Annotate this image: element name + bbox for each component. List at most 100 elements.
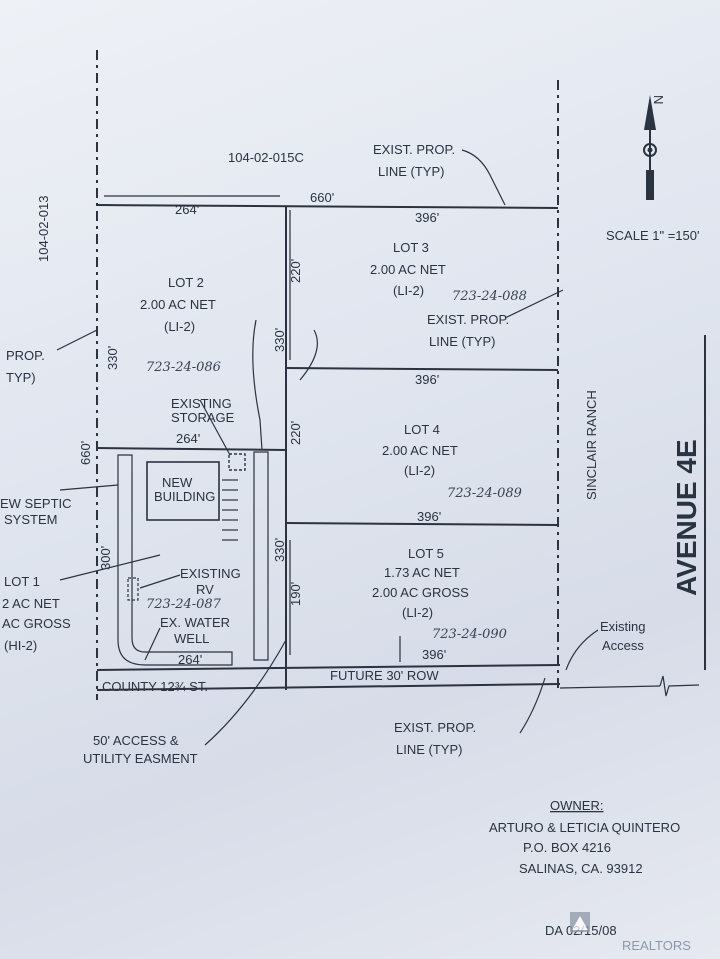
left-prop-line-2: TYP): [6, 370, 36, 385]
leader-well: [144, 627, 161, 661]
dim-lot5-height: 190': [288, 582, 303, 606]
leader-easement: [204, 639, 287, 746]
access-label-2: Access: [602, 638, 644, 653]
lot2-zone: (LI-2): [164, 319, 195, 334]
future-row: FUTURE 30' ROW: [330, 668, 439, 683]
realtors-watermark: REALTORS: [622, 938, 691, 953]
lot3-prop-line-2: LINE (TYP): [429, 334, 495, 349]
lot3-area: 2.00 AC NET: [370, 262, 446, 277]
leader-top: [461, 149, 506, 206]
county-street: COUNTY 12¾ ST.: [102, 679, 208, 694]
access-label-1: Existing: [600, 619, 646, 634]
sinclair-ranch: SINCLAIR RANCH: [584, 390, 599, 500]
septic-field: [222, 479, 238, 541]
lot2-area: 2.00 AC NET: [140, 297, 216, 312]
bottom-prop-line-1: EXIST. PROP.: [394, 720, 476, 735]
lot3-zone: (LI-2): [393, 283, 424, 298]
owner-po-box: P.O. BOX 4216: [523, 840, 611, 855]
dim-total-height: 660': [78, 441, 93, 465]
parcel-west: 104-02-013: [36, 196, 51, 263]
top-prop-line-2: LINE (TYP): [378, 164, 444, 179]
well-label-2: WELL: [174, 631, 209, 646]
lot3-name: LOT 3: [393, 240, 429, 255]
dim-lot1-height: 300': [98, 546, 113, 570]
dim-lot2-width: 264': [175, 202, 199, 217]
storage-box: [228, 453, 246, 471]
easement-curve-right: [299, 329, 318, 381]
dim-easement-lower: 330': [272, 538, 287, 562]
leader-rv: [139, 574, 181, 589]
lot1-area: 2 AC NET: [2, 596, 60, 611]
lot4-lot5-divider: [285, 522, 559, 526]
easement-label-1: 50' ACCESS &: [93, 733, 179, 748]
north-arrow: [643, 95, 657, 200]
leader-access: [565, 629, 599, 671]
lot2-apn: 723-24-086: [146, 360, 221, 375]
leader-lot3: [504, 289, 564, 319]
leader-bottom: [519, 677, 546, 734]
leader-left: [56, 329, 98, 351]
bottom-prop-line-2: LINE (TYP): [396, 742, 462, 757]
rv-label-1: EXISTING: [180, 566, 241, 581]
owner-name: ARTURO & LETICIA QUINTERO: [489, 820, 680, 835]
avenue-4e: AVENUE 4E: [671, 439, 702, 596]
storage-label-1: EXISTING: [171, 396, 232, 411]
dim-lot2-height: 330': [105, 346, 120, 370]
rv-box: [127, 577, 139, 601]
dim-easement-upper: 330': [272, 328, 287, 352]
lot5-name: LOT 5: [408, 546, 444, 561]
parcel-north: 104-02-015C: [228, 150, 304, 165]
leader-septic: [59, 484, 119, 491]
north-label: N: [651, 95, 666, 104]
avenue-road-edge: [559, 685, 661, 689]
leader-storage: [199, 399, 231, 456]
lot4-area: 2.00 AC NET: [382, 443, 458, 458]
lot5-gross: 2.00 AC GROSS: [372, 585, 469, 600]
lot1-driveway: [117, 454, 233, 666]
septic-label-2: SYSTEM: [4, 512, 57, 527]
septic-label-1: EW SEPTIC: [0, 496, 72, 511]
new-building-outline: [146, 461, 220, 521]
dim-total-width: 660': [310, 190, 334, 205]
rv-label-2: RV: [196, 582, 214, 597]
south-lot-line: [96, 664, 561, 671]
dim-storage-width: 264': [176, 431, 200, 446]
lot1-name: LOT 1: [4, 574, 40, 589]
dim-lot4-width: 396': [415, 372, 439, 387]
dim-lot5-width: 396': [417, 509, 441, 524]
realtor-logo: [570, 912, 590, 932]
easement-label-2: UTILITY EASMENT: [83, 751, 198, 766]
lot2-lot1-divider: [96, 447, 287, 451]
lot5-zone: (LI-2): [402, 605, 433, 620]
building-label-1: NEW: [162, 475, 193, 490]
lot3-apn: 723-24-088: [452, 289, 527, 304]
lot1-gross: AC GROSS: [2, 616, 71, 631]
lot5-area: 1.73 AC NET: [384, 565, 460, 580]
county-street-line: [96, 683, 561, 691]
storage-label-2: STORAGE: [171, 410, 235, 425]
dim-lot4-height: 220': [288, 421, 303, 445]
owner-city: SALINAS, CA. 93912: [519, 861, 643, 876]
lot5-apn: 723-24-090: [432, 627, 507, 642]
dim-lot3-width: 396': [415, 210, 439, 225]
lot4-zone: (LI-2): [404, 463, 435, 478]
owner-heading: OWNER:: [550, 798, 603, 813]
top-prop-line-1: EXIST. PROP.: [373, 142, 455, 157]
left-prop-line-1: PROP.: [6, 348, 45, 363]
easement-driveway: [253, 451, 269, 661]
lot1-zone: (HI-2): [4, 638, 37, 653]
leader-lot1: [59, 554, 161, 581]
scale-label: SCALE 1" =150': [606, 228, 699, 243]
well-label-1: EX. WATER: [160, 615, 230, 630]
dim-lot1-width: 264': [178, 652, 202, 667]
break-line: [659, 675, 700, 697]
dim-row-width: 396': [422, 647, 446, 662]
building-label-2: BUILDING: [154, 489, 215, 504]
lot3-lot4-divider: [285, 367, 559, 371]
lot4-name: LOT 4: [404, 422, 440, 437]
lot4-apn: 723-24-089: [447, 486, 522, 501]
lot3-prop-line-1: EXIST. PROP.: [427, 312, 509, 327]
lot1-apn: 723-24-087: [146, 597, 222, 612]
lot2-name: LOT 2: [168, 275, 204, 290]
